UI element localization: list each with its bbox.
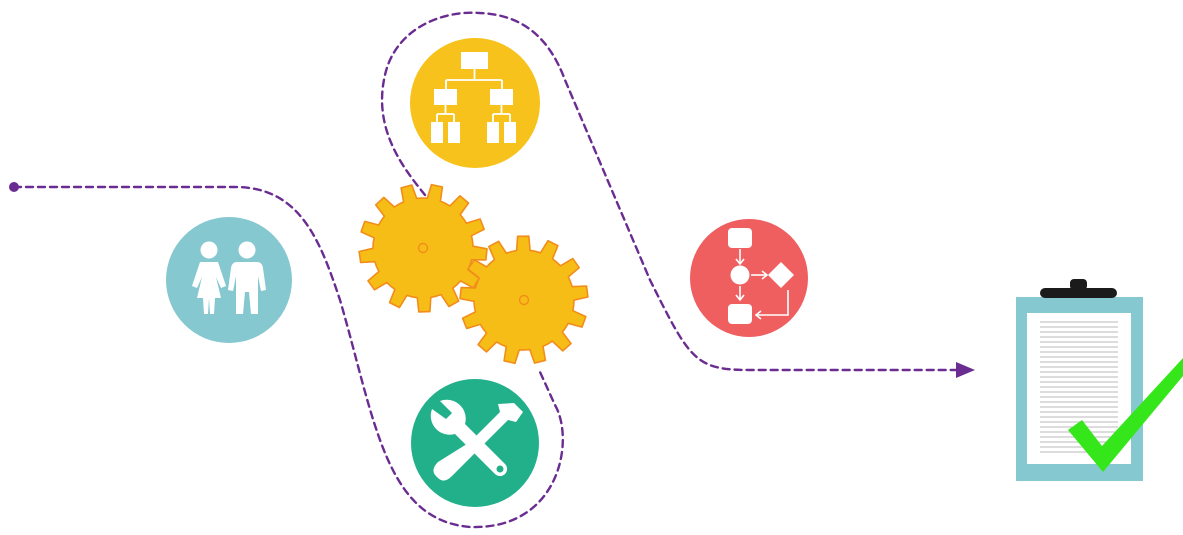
org-chart-icon [410,38,540,168]
gear-left-icon [358,183,488,313]
wrench-screwdriver-icon [411,379,539,507]
flowchart-icon [690,219,808,337]
gear-hub [417,242,429,254]
people-icon [166,217,292,343]
arrowhead-icon [956,362,975,378]
gear-right-icon [459,235,589,365]
gear-hub [518,294,530,306]
path-start-dot [9,182,19,192]
dashed-journey-path [12,11,960,529]
clipboard-icon [1016,279,1143,481]
checkmark-icon [1068,358,1183,472]
gears-icon [358,183,589,365]
